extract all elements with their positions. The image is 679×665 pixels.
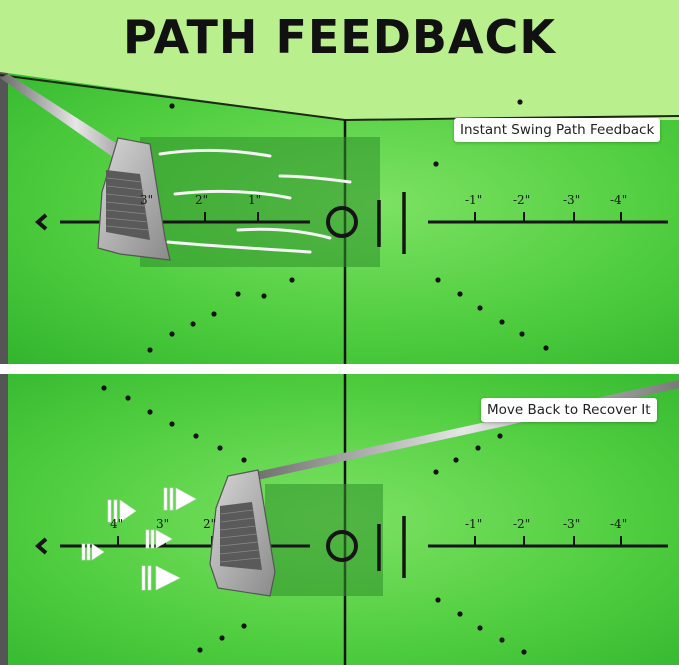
- page-title: PATH FEEDBACK: [123, 10, 556, 64]
- bottom-callout: Move Back to Recover It: [481, 398, 657, 422]
- tick-label-left-2: 2": [195, 193, 208, 207]
- tick-label-right-1: -1": [465, 193, 482, 207]
- tick-label-right-1: -1": [465, 517, 482, 531]
- top-callout: Instant Swing Path Feedback: [454, 118, 661, 142]
- bottom-mat-panel: 4" 3" 2" -1" -2" -3" -4": [0, 374, 679, 665]
- tick-label-right-4: -4": [610, 193, 627, 207]
- tick-label-left-2: 3": [156, 517, 169, 531]
- tick-label-right-3: -3": [563, 193, 580, 207]
- tick-label-right-3: -3": [563, 517, 580, 531]
- tick-label-right-2: -2": [513, 193, 530, 207]
- tick-label-left-3: 2": [203, 517, 216, 531]
- tick-label-left-1: 3": [140, 193, 153, 207]
- tick-label-left-3: 1": [248, 193, 261, 207]
- tick-label-right-2: -2": [513, 517, 530, 531]
- tick-label-left-1: 4": [110, 517, 123, 531]
- tick-label-right-4: -4": [610, 517, 627, 531]
- top-mat-panel: 3" 2" 1" -1" -2" -3" -4": [0, 72, 679, 364]
